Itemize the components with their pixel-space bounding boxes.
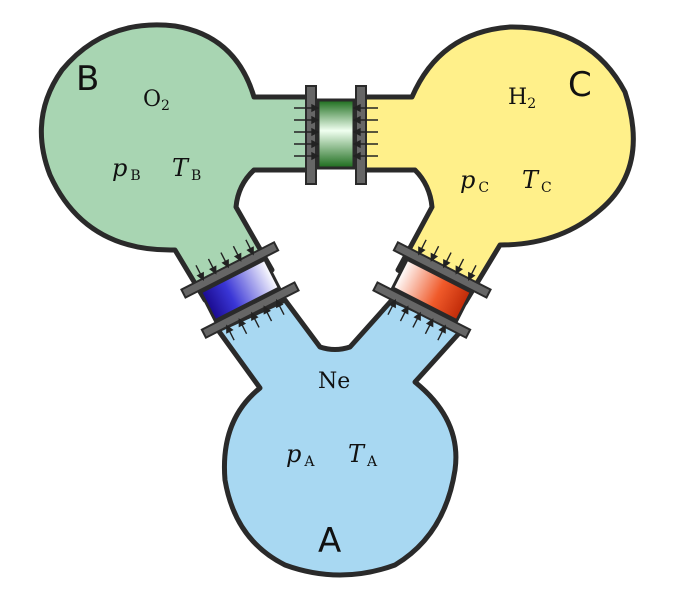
vessel-b-gas: O2	[143, 87, 170, 114]
vessel-a-gas: Ne	[318, 369, 350, 394]
membrane-ac-body	[390, 257, 474, 323]
membrane-ab-body	[198, 257, 282, 323]
vessel-c	[355, 24, 636, 306]
membrane-bc-arrows	[294, 103, 378, 161]
vessel-b-label: B	[76, 59, 99, 99]
membrane-bc-clamp-right	[355, 85, 367, 185]
vessel-c-label: C	[568, 65, 592, 105]
membrane-bc-clamp-left	[305, 85, 317, 185]
membrane-ab-arrows	[195, 239, 285, 341]
membrane-bc	[294, 85, 378, 185]
membrane-ab	[180, 239, 300, 341]
vessel-b	[38, 22, 315, 303]
vessel-a	[215, 297, 465, 578]
membrane-ac-arrows	[387, 239, 477, 341]
vessel-c-gas: H2	[508, 85, 536, 112]
membrane-ac	[372, 239, 492, 341]
membrane-bc-body	[316, 98, 356, 170]
vessel-a-label: A	[318, 521, 341, 561]
